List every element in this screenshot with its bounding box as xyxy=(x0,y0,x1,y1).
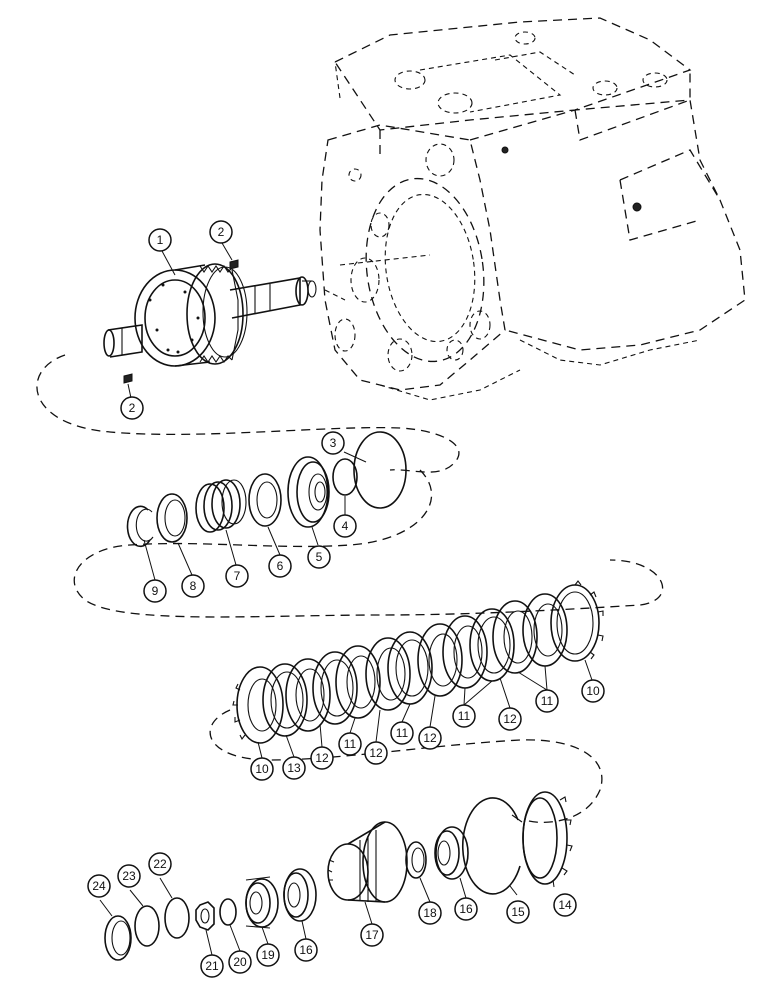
callout-label: 21 xyxy=(205,959,219,973)
clutch-shaft-assembly xyxy=(103,263,317,367)
callout-label: 22 xyxy=(153,857,167,871)
callout-label: 24 xyxy=(92,879,106,893)
callout-label: 11 xyxy=(396,726,409,740)
callout-label: 10 xyxy=(255,762,269,776)
callout-c21: 21 xyxy=(200,954,224,978)
callout-label: 12 xyxy=(503,712,517,726)
callout-c19: 19 xyxy=(256,943,280,967)
parts-row-gears-bearings xyxy=(104,791,573,961)
callout-label: 4 xyxy=(342,519,349,533)
callout-c10b: 10 xyxy=(581,679,605,703)
callout-label: 8 xyxy=(190,579,197,593)
callout-label: 17 xyxy=(365,928,379,942)
callout-c20: 20 xyxy=(228,950,252,974)
callout-label: 16 xyxy=(299,943,313,957)
callout-c17: 17 xyxy=(360,923,384,947)
callout-c13: 13 xyxy=(282,756,306,780)
callout-label: 23 xyxy=(122,869,136,883)
callout-c9: 9 xyxy=(143,579,167,603)
callout-label: 12 xyxy=(423,731,437,745)
callout-c12d: 12 xyxy=(498,707,522,731)
callout-c12b: 12 xyxy=(364,741,388,765)
callout-label: 10 xyxy=(586,684,600,698)
callout-c15: 15 xyxy=(506,900,530,924)
callout-c16b: 16 xyxy=(294,938,318,962)
callout-label: 15 xyxy=(511,905,525,919)
callout-c7: 7 xyxy=(225,564,249,588)
callout-c12a: 12 xyxy=(310,746,334,770)
callout-c11a: 11 xyxy=(338,732,362,756)
callout-c10a: 10 xyxy=(250,757,274,781)
callout-label: 11 xyxy=(344,737,357,751)
callout-c22: 22 xyxy=(148,852,172,876)
callout-c12c: 12 xyxy=(418,726,442,750)
callout-c24: 24 xyxy=(87,874,111,898)
callout-c11d: 11 xyxy=(535,689,559,713)
callout-label: 9 xyxy=(152,584,159,598)
callout-label: 3 xyxy=(330,436,337,450)
callout-label: 5 xyxy=(316,550,323,564)
callout-label: 6 xyxy=(277,559,284,573)
callout-label: 1 xyxy=(157,233,164,247)
callout-c14: 14 xyxy=(553,893,577,917)
callout-c5: 5 xyxy=(307,545,331,569)
callout-label: 2 xyxy=(218,225,225,239)
callout-c11b: 11 xyxy=(390,721,414,745)
callout-c2b: 2 xyxy=(120,396,144,420)
callout-c23: 23 xyxy=(117,864,141,888)
callout-c4: 4 xyxy=(333,514,357,538)
callout-c16a: 16 xyxy=(454,897,478,921)
callout-label: 12 xyxy=(369,746,383,760)
callout-label: 16 xyxy=(459,902,473,916)
callout-label: 2 xyxy=(129,401,136,415)
callout-c8: 8 xyxy=(181,574,205,598)
leader-lines xyxy=(99,242,593,956)
callout-c1: 1 xyxy=(148,228,172,252)
callout-c6: 6 xyxy=(268,554,292,578)
callout-c2a: 2 xyxy=(209,220,233,244)
callout-label: 20 xyxy=(233,955,247,969)
callout-label: 19 xyxy=(261,948,275,962)
callout-c3: 3 xyxy=(321,431,345,455)
plug-parts xyxy=(123,259,239,384)
callout-c11c: 11 xyxy=(452,704,476,728)
callout-label: 7 xyxy=(234,569,241,583)
callout-label: 11 xyxy=(541,694,554,708)
callout-c18: 18 xyxy=(418,901,442,925)
transmission-housing xyxy=(319,17,746,401)
parts-row-seals-bearing xyxy=(126,431,407,548)
clutch-pack xyxy=(232,580,604,744)
callout-label: 13 xyxy=(287,761,301,775)
callout-label: 14 xyxy=(558,898,572,912)
callout-label: 11 xyxy=(458,709,471,723)
callout-label: 12 xyxy=(315,751,329,765)
callout-label: 18 xyxy=(423,906,437,920)
